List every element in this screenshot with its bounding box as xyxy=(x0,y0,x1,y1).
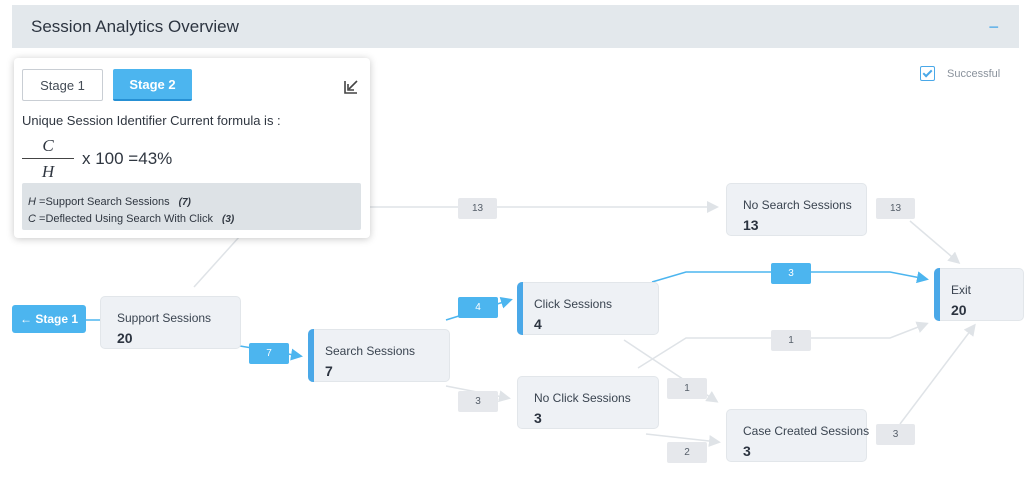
node-label: Click Sessions xyxy=(534,297,613,311)
formula-popup: Stage 1 Stage 2 Unique Session Identifie… xyxy=(14,58,370,238)
legend-label: Successful xyxy=(947,67,1001,80)
successful-checkbox[interactable] xyxy=(920,66,935,81)
formula-title: Unique Session Identifier Current formul… xyxy=(22,113,281,128)
node-exit[interactable]: Exit 20 xyxy=(934,268,1024,321)
edge-line-case-exit xyxy=(899,323,976,425)
edge-count-noclick-case: 2 xyxy=(667,442,707,463)
node-label: Search Sessions xyxy=(325,344,416,358)
node-value: 7 xyxy=(325,363,333,379)
node-value: 20 xyxy=(951,302,967,318)
node-label: Exit xyxy=(951,283,972,297)
fraction-denominator: H xyxy=(41,162,55,181)
fraction-numerator: C xyxy=(42,136,54,155)
definition-key: C xyxy=(28,213,36,225)
node-case-created-sessions[interactable]: Case Created Sessions 3 xyxy=(726,409,870,462)
edge-count-click-exit: 3 xyxy=(771,263,811,284)
node-value: 3 xyxy=(534,410,542,426)
page-title: Session Analytics Overview xyxy=(31,16,239,36)
collapse-icon[interactable]: − xyxy=(988,16,999,37)
edge-count-support-nosearch: 13 xyxy=(458,198,497,219)
node-support-sessions[interactable]: Support Sessions 20 xyxy=(100,296,241,349)
definition-text: =Support Search Sessions xyxy=(39,196,170,208)
definition-row: H =Support Search Sessions (7) xyxy=(28,194,361,211)
node-label: Support Sessions xyxy=(117,311,212,325)
edge-line-support-nosearch xyxy=(193,235,241,288)
formula-definitions: H =Support Search Sessions (7) C =Deflec… xyxy=(22,183,361,230)
node-label: No Click Sessions xyxy=(534,391,631,405)
edge-count-search-noclick: 3 xyxy=(458,391,498,412)
edge-line-noclick-case xyxy=(645,433,721,447)
stage1-button[interactable]: ← Stage 1 xyxy=(12,305,86,333)
node-no-search-sessions[interactable]: No Search Sessions 13 xyxy=(726,183,867,236)
node-label: Case Created Sessions xyxy=(743,424,870,438)
node-label: No Search Sessions xyxy=(743,198,852,212)
edge-count-noclick-exit: 1 xyxy=(771,330,811,351)
definition-key: H xyxy=(28,196,36,208)
definition-row: C =Deflected Using Search With Click (3) xyxy=(28,211,361,228)
node-value: 13 xyxy=(743,217,759,233)
edge-line-nosearch-exit xyxy=(909,220,961,264)
definition-value: (7) xyxy=(178,197,191,208)
tab-stage-1[interactable]: Stage 1 xyxy=(22,69,103,101)
legend: Successful xyxy=(920,66,1000,81)
formula-fraction: C H xyxy=(22,136,74,182)
edge-count-click-case: 1 xyxy=(667,378,707,399)
node-click-sessions[interactable]: Click Sessions 4 xyxy=(517,282,659,335)
definition-text: =Deflected Using Search With Click xyxy=(39,213,213,225)
node-value: 4 xyxy=(534,316,542,332)
edge-count-support-search: 7 xyxy=(249,343,289,364)
edge-count-nosearch-exit: 13 xyxy=(876,198,915,219)
formula-result: x 100 =43% xyxy=(82,149,173,168)
panel-header: Session Analytics Overview − xyxy=(12,5,1019,48)
tab-stage-2[interactable]: Stage 2 xyxy=(113,69,192,101)
node-value: 20 xyxy=(117,330,133,346)
definition-value: (3) xyxy=(222,214,235,225)
node-value: 3 xyxy=(743,443,751,459)
fraction-bar xyxy=(22,158,74,159)
export-icon[interactable] xyxy=(342,78,360,96)
edge-count-case-exit: 3 xyxy=(876,424,915,445)
node-no-click-sessions[interactable]: No Click Sessions 3 xyxy=(517,376,659,429)
node-search-sessions[interactable]: Search Sessions 7 xyxy=(308,329,450,382)
edge-count-search-click: 4 xyxy=(458,297,498,318)
